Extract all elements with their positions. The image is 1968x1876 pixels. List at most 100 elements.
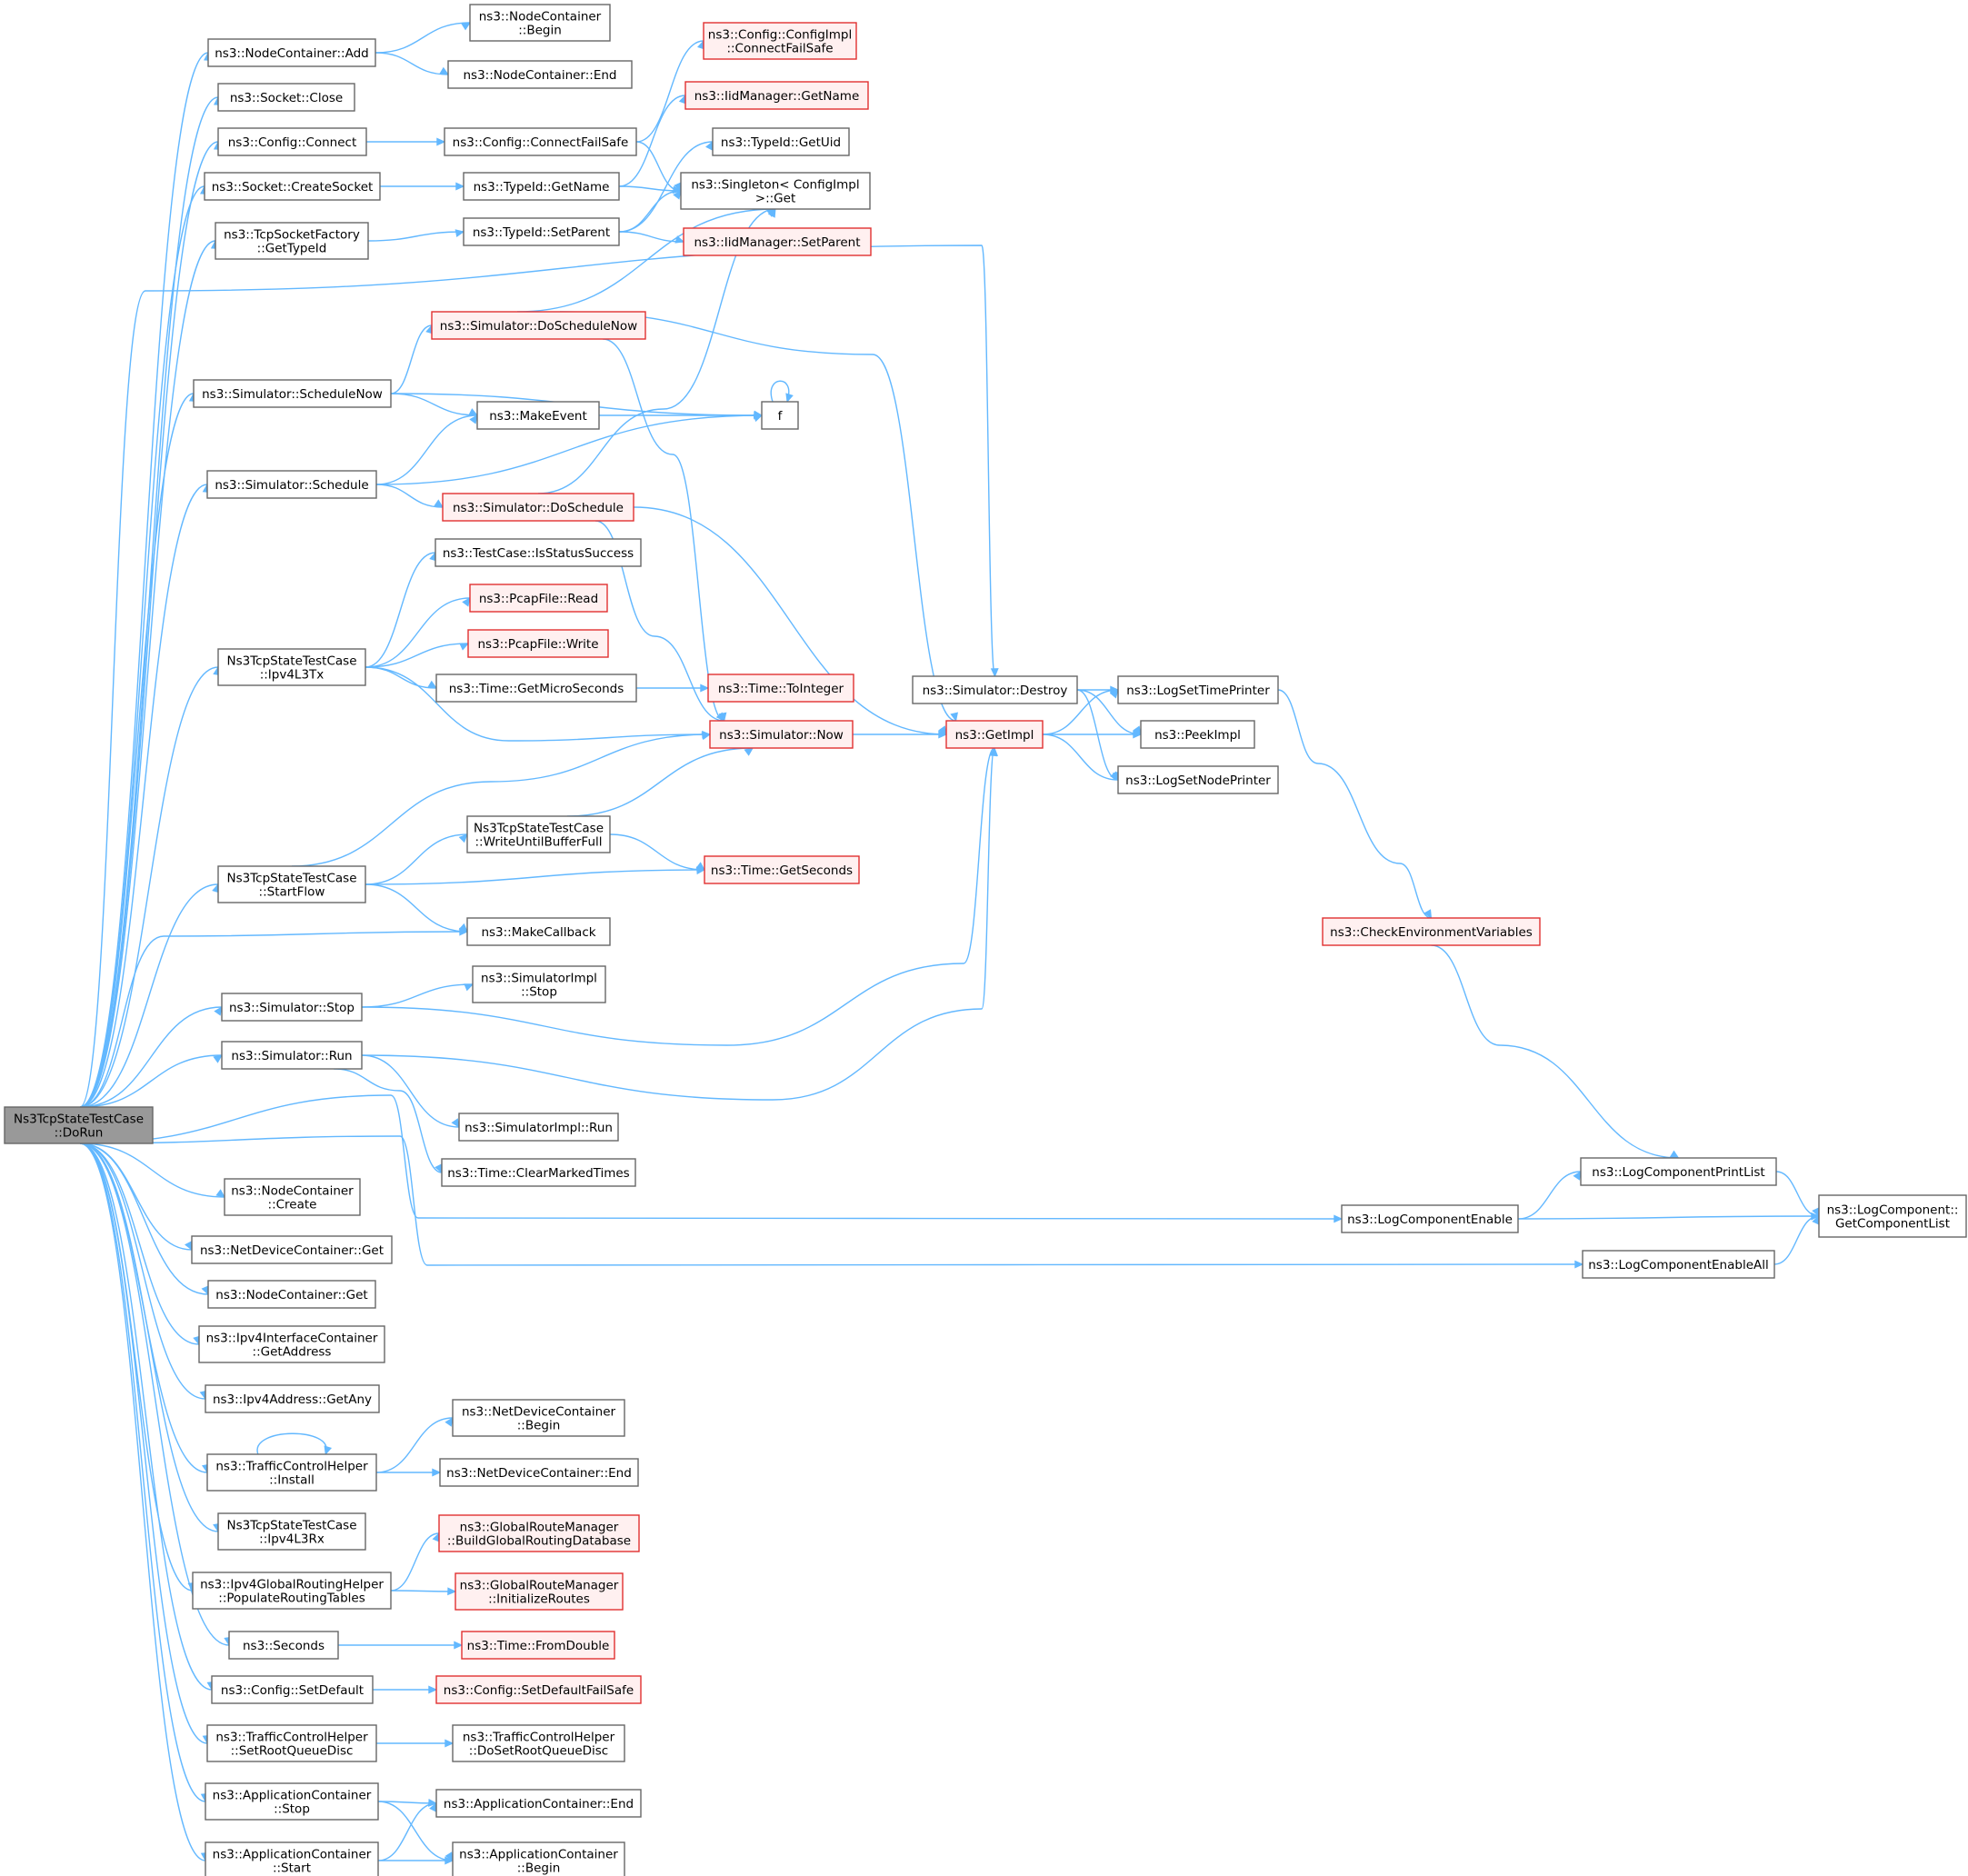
node-configimpl-cfs[interactable]: ns3::Config::ConfigImpl::ConnectFailSafe: [703, 22, 857, 60]
node-sim-now[interactable]: ns3::Simulator::Now: [709, 720, 854, 749]
node-logcomp-getlist[interactable]: ns3::LogComponent::GetComponentList: [1818, 1194, 1967, 1238]
node-tcpsf-gettypeid[interactable]: ns3::TcpSocketFactory::GetTypeId: [215, 222, 369, 260]
node-logcompenable[interactable]: ns3::LogComponentEnable: [1341, 1204, 1519, 1233]
node-singleton-get[interactable]: ns3::Singleton< ConfigImpl >::Get: [680, 172, 871, 210]
node-box: [707, 674, 854, 703]
node-simimpl-stop[interactable]: ns3::SimulatorImpl::Stop: [472, 965, 606, 1003]
node-sim-stop[interactable]: ns3::Simulator::Stop: [221, 993, 363, 1022]
node-netdevcont-end[interactable]: ns3::NetDeviceContainer::End: [439, 1458, 639, 1487]
node-config-setdefaultfs[interactable]: ns3::Config::SetDefaultFailSafe: [435, 1675, 642, 1704]
edge-line: [377, 1801, 454, 1861]
node-netdevcont-begin[interactable]: ns3::NetDeviceContainer::Begin: [452, 1399, 625, 1437]
node-label: ns3::GetImpl: [955, 728, 1034, 743]
node-typeid-setparent[interactable]: ns3::TypeId::SetParent: [463, 217, 620, 246]
node-ipv4grh-populate[interactable]: ns3::Ipv4GlobalRoutingHelper::PopulateRo…: [192, 1572, 392, 1610]
node-ipv4ic-getaddress[interactable]: ns3::Ipv4InterfaceContainer::GetAddress: [198, 1325, 385, 1363]
node-box: [476, 401, 600, 430]
node-startflow[interactable]: Ns3TcpStateTestCase::StartFlow: [217, 865, 366, 903]
node-sim-destroy[interactable]: ns3::Simulator::Destroy: [912, 675, 1078, 704]
arrowhead: [1669, 1150, 1680, 1159]
node-box: [205, 1384, 380, 1413]
node-getimpl[interactable]: ns3::GetImpl: [945, 720, 1044, 749]
node-nodecont-end[interactable]: ns3::NodeContainer::End: [447, 60, 633, 89]
node-sim-schedulenow[interactable]: ns3::Simulator::ScheduleNow: [193, 379, 392, 408]
node-time-getmicro[interactable]: ns3::Time::GetMicroSeconds: [435, 674, 637, 703]
node-checkenv[interactable]: ns3::CheckEnvironmentVariables: [1322, 917, 1541, 946]
node-iid-getname[interactable]: ns3::IidManager::GetName: [684, 81, 869, 110]
node-tch-dosetrootqd[interactable]: ns3::TrafficControlHelper::DoSetRootQueu…: [452, 1724, 625, 1762]
node-makeevent[interactable]: ns3::MakeEvent: [476, 401, 600, 430]
node-time-tointeger[interactable]: ns3::Time::ToInteger: [707, 674, 854, 703]
node-f[interactable]: f: [761, 401, 799, 430]
node-nodecont-create[interactable]: ns3::NodeContainer::Create: [224, 1178, 361, 1216]
node-label: ns3::TypeId::GetUid: [721, 135, 841, 150]
node-pcap-write[interactable]: ns3::PcapFile::Write: [467, 629, 609, 658]
node-tc-isstatussuccess[interactable]: ns3::TestCase::IsStatusSuccess: [435, 538, 642, 567]
node-iid-setparent[interactable]: ns3::IidManager::SetParent: [683, 227, 872, 256]
node-peekimpl[interactable]: ns3::PeekImpl: [1140, 720, 1255, 749]
node-box: [442, 493, 634, 522]
node-sim-schedule[interactable]: ns3::Simulator::Schedule: [206, 470, 377, 499]
node-socket-create[interactable]: ns3::Socket::CreateSocket: [204, 172, 381, 201]
node-box: [435, 1789, 642, 1818]
node-makecallback[interactable]: ns3::MakeCallback: [466, 917, 611, 946]
edge-line: [79, 1143, 200, 1345]
node-label: ns3::TestCase::IsStatusSuccess: [443, 546, 634, 561]
node-appcont-stop[interactable]: ns3::ApplicationContainer::Stop: [205, 1782, 379, 1821]
edge-startflow-to-time-getseconds: [365, 866, 706, 885]
node-sim-run[interactable]: ns3::Simulator::Run: [221, 1041, 363, 1070]
node-tch-setrootqd[interactable]: ns3::TrafficControlHelper::SetRootQueueD…: [206, 1724, 377, 1762]
edge-time-getmicro-to-time-tointeger: [636, 684, 710, 693]
node-tch-install[interactable]: ns3::TrafficControlHelper::Install: [206, 1453, 377, 1492]
node-root[interactable]: Ns3TcpStateTestCase::DoRun: [4, 1106, 154, 1144]
arrowhead: [458, 833, 468, 843]
node-grm-initroutes[interactable]: ns3::GlobalRouteManager::InitializeRoute…: [455, 1572, 624, 1611]
node-config-cfs[interactable]: ns3::Config::ConnectFailSafe: [444, 127, 637, 156]
node-simimpl-run[interactable]: ns3::SimulatorImpl::Run: [458, 1113, 619, 1142]
node-nodecont-add[interactable]: ns3::NodeContainer::Add: [207, 38, 376, 67]
edge-line: [79, 1143, 208, 1744]
node-socket-close[interactable]: ns3::Socket::Close: [217, 83, 355, 112]
node-label: Ns3TcpStateTestCase: [14, 1113, 144, 1127]
node-appcont-begin[interactable]: ns3::ApplicationContainer::Begin: [452, 1841, 625, 1876]
node-netdevcont-get[interactable]: ns3::NetDeviceContainer::Get: [191, 1235, 393, 1264]
node-time-fromdouble[interactable]: ns3::Time::FromDouble: [461, 1631, 615, 1660]
node-config-connect[interactable]: ns3::Config::Connect: [217, 127, 367, 156]
arrowhead: [1424, 909, 1433, 920]
node-appcont-end[interactable]: ns3::ApplicationContainer::End: [435, 1789, 642, 1818]
edge-root-to-logcompenableall: [79, 1135, 1584, 1269]
node-box: [435, 1675, 642, 1704]
node-box: [447, 60, 633, 89]
node-appcont-start[interactable]: ns3::ApplicationContainer::Start: [205, 1841, 379, 1876]
edge-line: [375, 414, 478, 485]
node-pcap-read[interactable]: ns3::PcapFile::Read: [469, 584, 608, 613]
node-label: ns3::IidManager::GetName: [694, 89, 860, 104]
edge-line: [79, 1143, 206, 1802]
node-writeuntil[interactable]: Ns3TcpStateTestCase::WriteUntilBufferFul…: [466, 815, 611, 853]
edge-line: [365, 666, 437, 689]
node-box: [435, 538, 642, 567]
node-logcompenableall[interactable]: ns3::LogComponentEnableAll: [1582, 1250, 1775, 1279]
node-box: [452, 1841, 625, 1876]
node-logsetnodeprinter[interactable]: ns3::LogSetNodePrinter: [1117, 765, 1279, 794]
node-typeid-getname[interactable]: ns3::TypeId::GetName: [463, 172, 620, 201]
node-logsettimeprinter[interactable]: ns3::LogSetTimePrinter: [1117, 675, 1279, 704]
node-grm-buildgrdb[interactable]: ns3::GlobalRouteManager::BuildGlobalRout…: [438, 1514, 640, 1552]
node-seconds[interactable]: ns3::Seconds: [228, 1631, 339, 1660]
node-sim-doschedule[interactable]: ns3::Simulator::DoSchedule: [442, 493, 634, 522]
node-time-clearmarked[interactable]: ns3::Time::ClearMarkedTimes: [441, 1158, 636, 1187]
node-ipv4addr-getany[interactable]: ns3::Ipv4Address::GetAny: [205, 1384, 380, 1413]
node-typeid-getuid[interactable]: ns3::TypeId::GetUid: [712, 127, 850, 156]
node-config-setdefault[interactable]: ns3::Config::SetDefault: [211, 1675, 374, 1704]
node-label: ns3::Config::SetDefault: [221, 1683, 364, 1698]
node-sim-doschedulenow[interactable]: ns3::Simulator::DoScheduleNow: [431, 311, 646, 340]
edge-makeevent-to-f: [598, 411, 764, 420]
node-label: ns3::Socket::Close: [230, 91, 343, 105]
node-logcompprintlist[interactable]: ns3::LogComponentPrintList: [1580, 1157, 1777, 1186]
node-nodecont-get[interactable]: ns3::NodeContainer::Get: [207, 1280, 376, 1309]
node-ipv4l3tx[interactable]: Ns3TcpStateTestCase::Ipv4L3Tx: [217, 648, 366, 686]
node-time-getseconds[interactable]: ns3::Time::GetSeconds: [704, 855, 860, 884]
node-nodecont-begin[interactable]: ns3::NodeContainer::Begin: [469, 4, 611, 42]
edge-line: [361, 1054, 460, 1128]
node-ipv4l3rx[interactable]: Ns3TcpStateTestCase::Ipv4L3Rx: [217, 1512, 366, 1551]
